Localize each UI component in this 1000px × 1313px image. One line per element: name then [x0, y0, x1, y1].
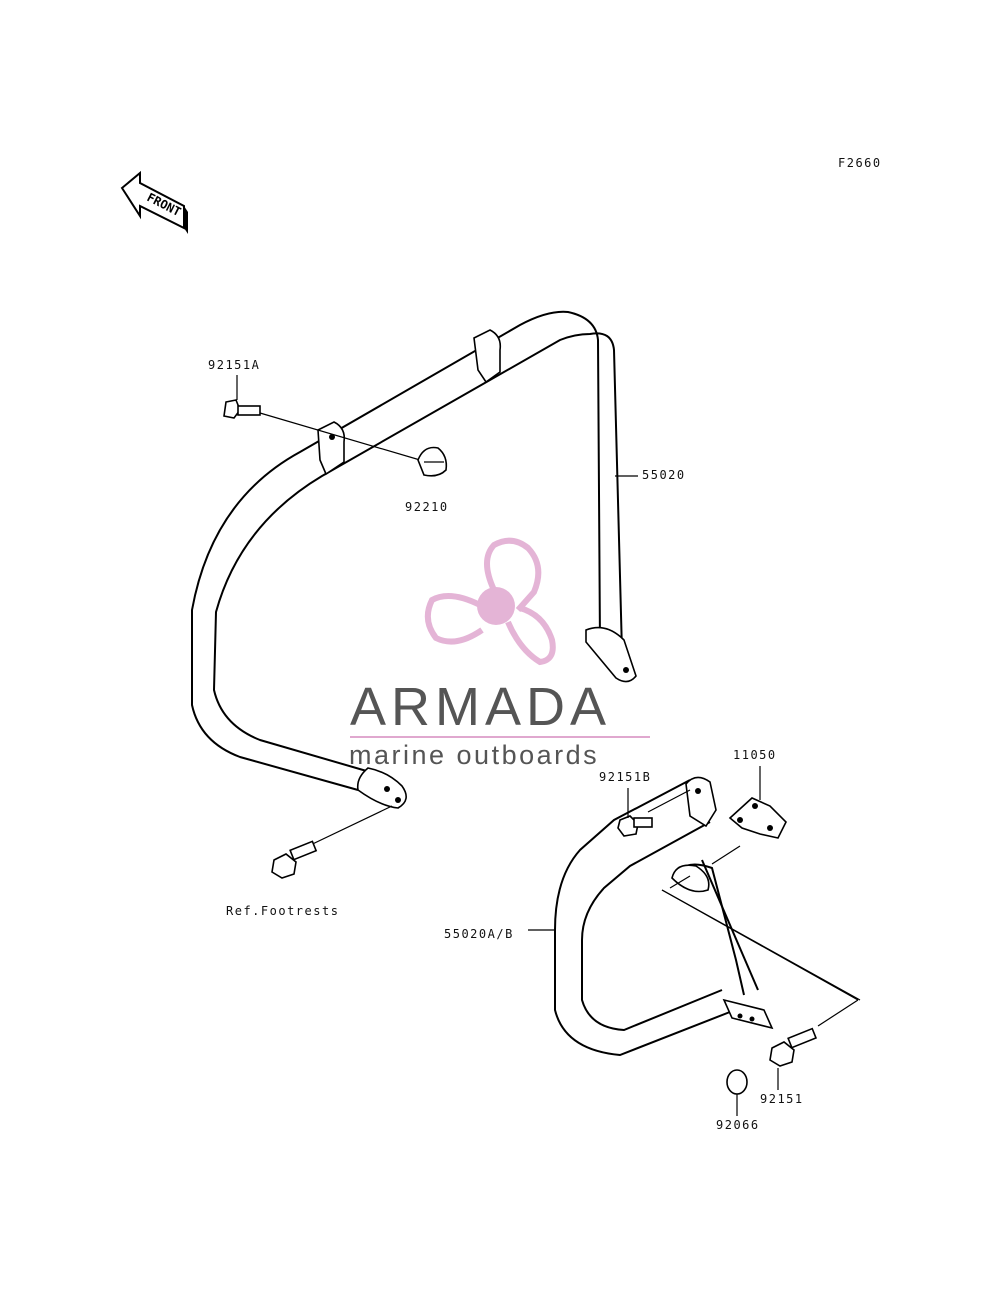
- armada-logo-icon: [424, 537, 556, 666]
- watermark-subtitle: marine outboards: [349, 740, 600, 770]
- label-55020ab: 55020A/B: [444, 927, 514, 941]
- upper-engine-guard: [191, 310, 637, 809]
- label-55020: 55020: [642, 468, 686, 482]
- cap-92066-icon: [726, 1069, 748, 1095]
- watermark-title: ARMADA: [350, 677, 612, 737]
- label-11050: 11050: [733, 748, 777, 762]
- label-92151b: 92151B: [599, 770, 652, 784]
- front-arrow-icon: FRONT: [120, 170, 188, 234]
- bracket-11050-icon: [728, 797, 787, 839]
- cap-nut-92210-icon: [417, 446, 448, 477]
- watermark-divider: [350, 736, 650, 738]
- bolt-92151a-icon: [223, 399, 261, 419]
- label-92066: 92066: [716, 1118, 760, 1132]
- label-92210: 92210: [405, 500, 449, 514]
- label-92151a: 92151A: [208, 358, 261, 372]
- bolt-92151-icon: [769, 1027, 818, 1067]
- footrest-bolt-icon: [271, 840, 318, 879]
- label-ref-footrests: Ref.Footrests: [226, 904, 340, 918]
- bolt-92151b-icon: [617, 815, 653, 837]
- diagram-code: F2660: [838, 156, 882, 170]
- label-92151: 92151: [760, 1092, 804, 1106]
